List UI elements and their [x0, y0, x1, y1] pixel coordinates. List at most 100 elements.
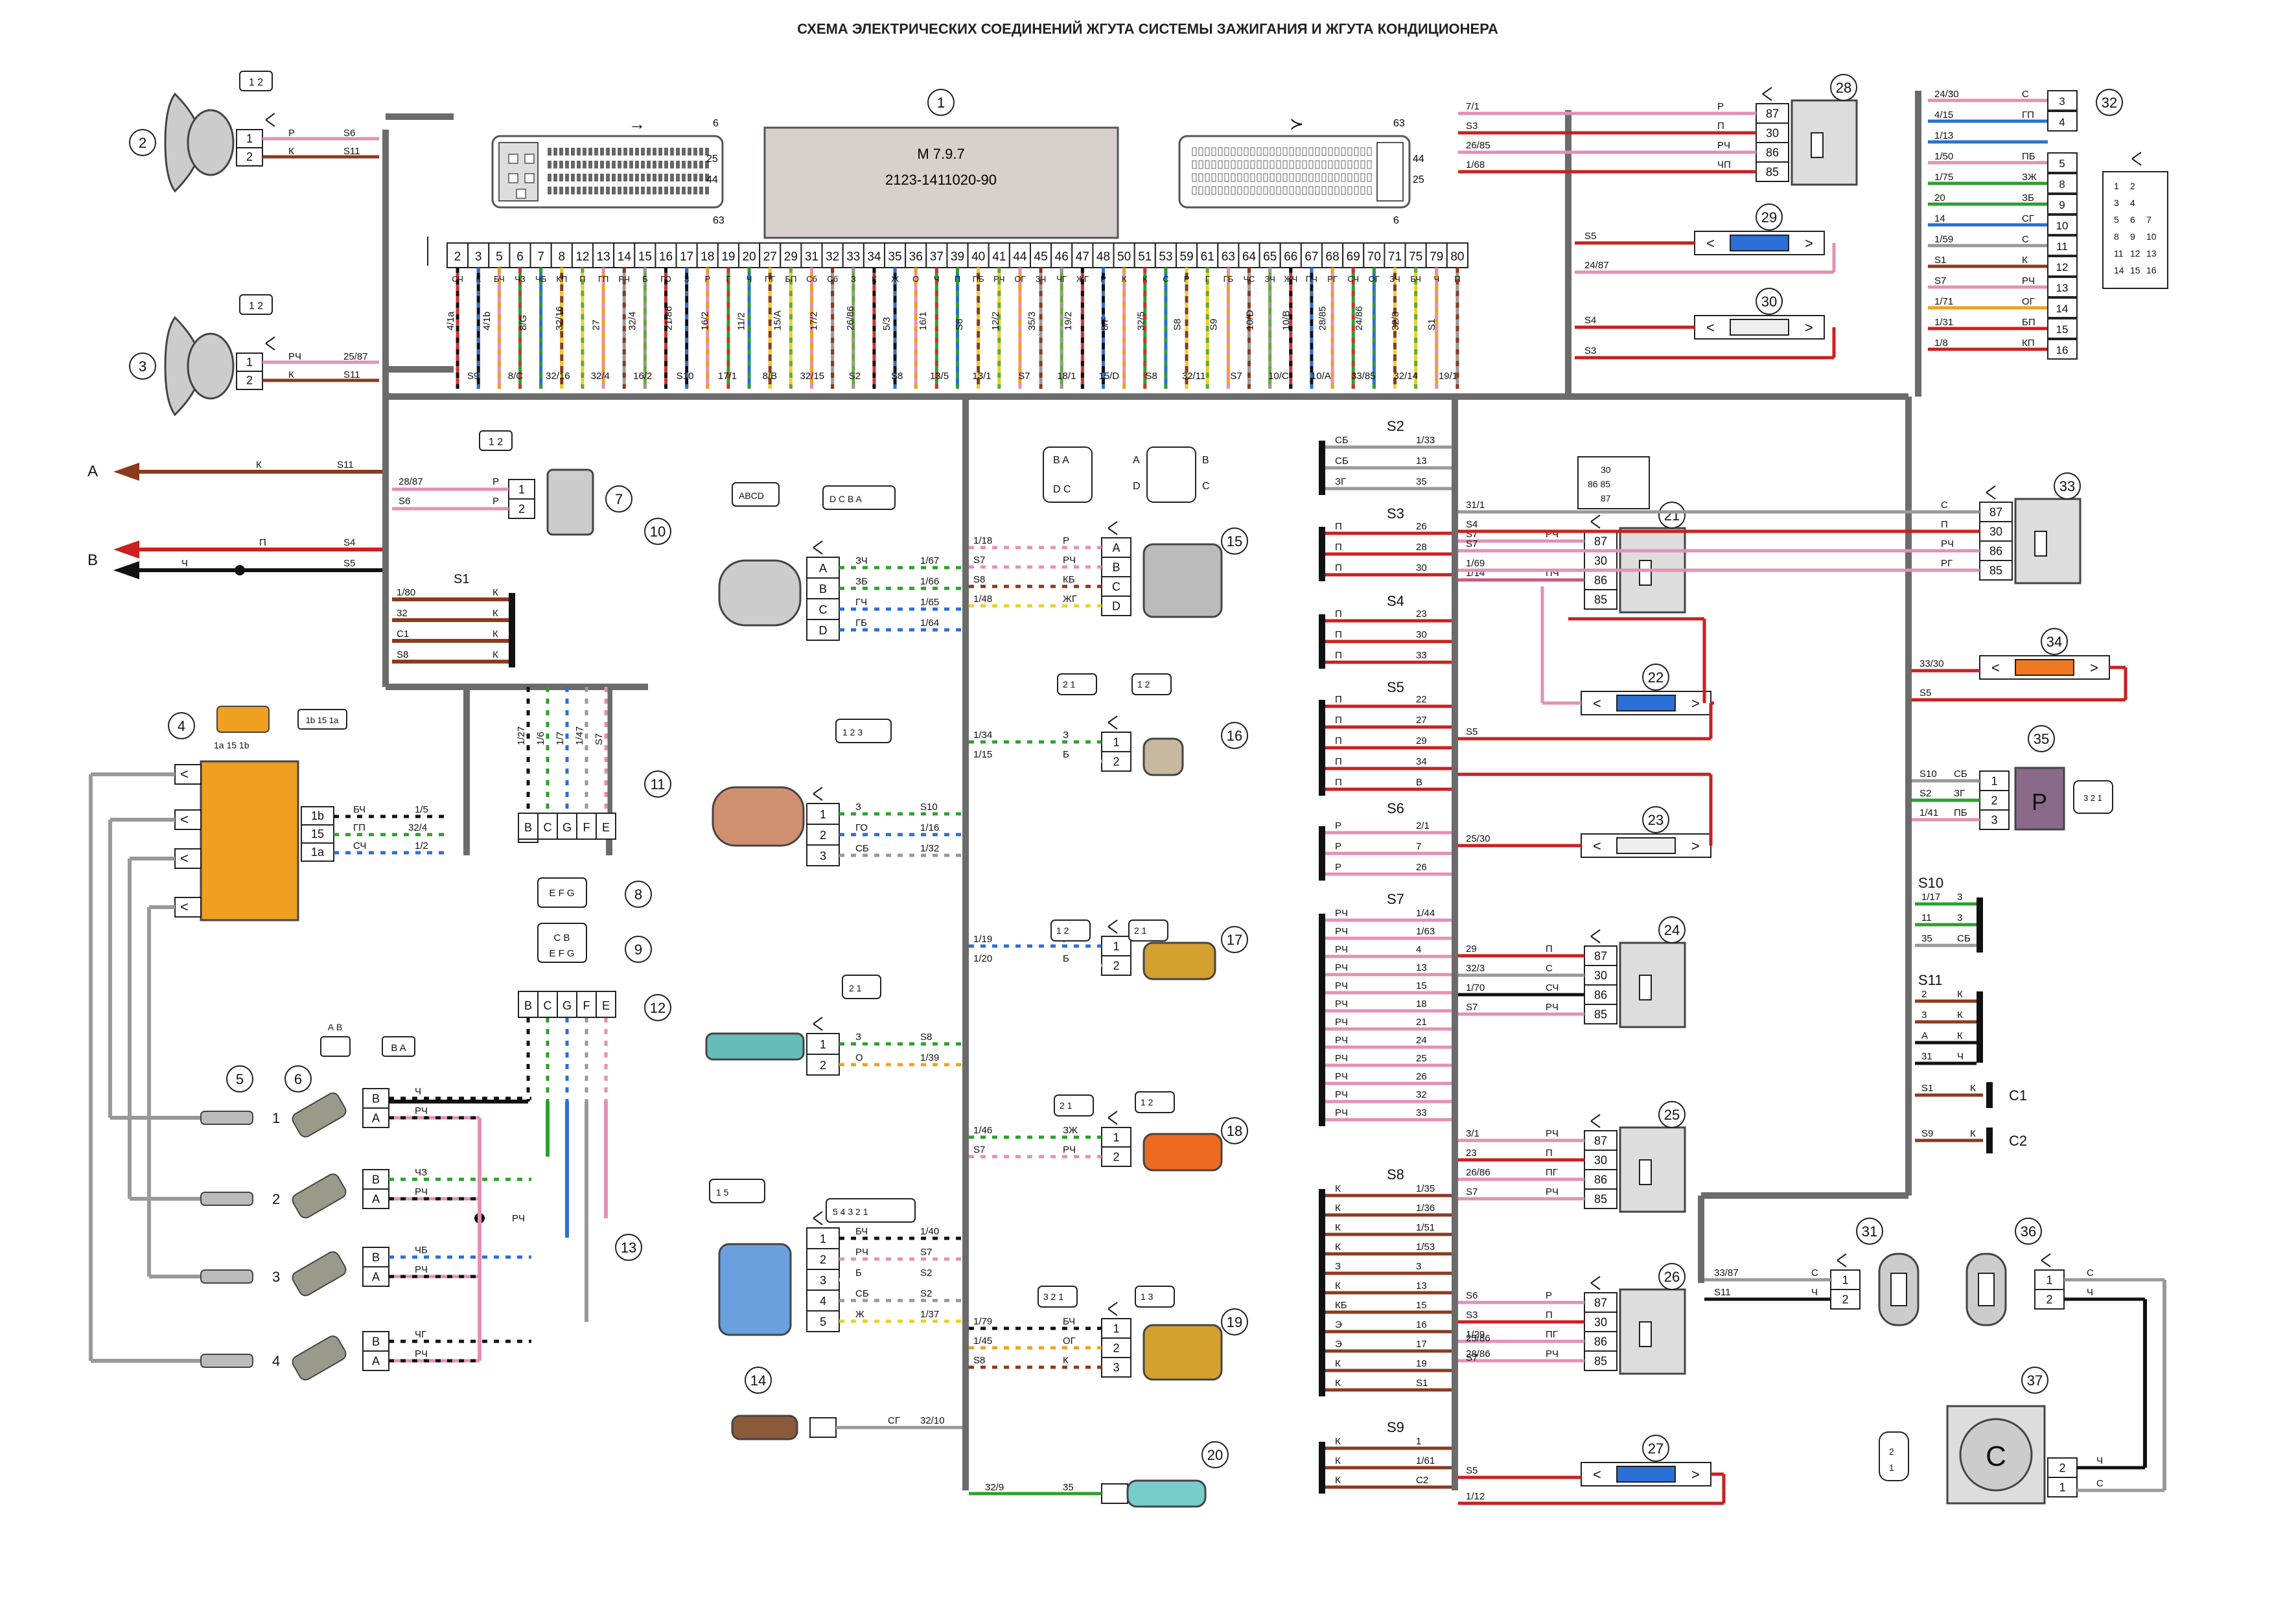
- wire-color: ЗГ: [1335, 476, 1346, 487]
- wire-color: К: [1335, 1436, 1341, 1447]
- ecu-pin-wire-color: ОГ: [1014, 274, 1025, 284]
- ecu-pin-wire-color: Г: [1205, 274, 1210, 284]
- pin-dot: [705, 187, 709, 194]
- pin-dot: [565, 187, 569, 194]
- pin-dot: [1282, 173, 1288, 182]
- component-number: 37: [2027, 1372, 2043, 1389]
- number-circle: [644, 994, 671, 1021]
- pin-dot: [1257, 160, 1262, 169]
- wire-dest: S1: [1416, 1378, 1428, 1389]
- ecu-pin-number: 47: [1076, 250, 1089, 264]
- pin-number: С: [819, 603, 828, 616]
- wire-color: П: [259, 537, 266, 548]
- pin-cell: [1979, 770, 2010, 791]
- wire-dest: S7: [1466, 1186, 1478, 1197]
- wire-dest: 1/59: [1934, 234, 1953, 245]
- wire-dest: 28/86: [1466, 1348, 1490, 1359]
- number-circle: [226, 1065, 253, 1093]
- wire-color: Ч: [1811, 1287, 1818, 1298]
- pin-number: 4: [820, 1295, 826, 1308]
- connector-arrow: [1590, 929, 1601, 943]
- wire-dest: S5: [1584, 231, 1596, 242]
- wire-dest: 3: [1921, 1010, 1927, 1021]
- wire-color: С: [2022, 89, 2029, 100]
- wire-dest: S7: [973, 555, 985, 566]
- wire-color: З: [1063, 730, 1069, 741]
- wire-dest: 1/12: [1466, 1491, 1485, 1502]
- connector-pins: 1 2: [1137, 679, 1150, 689]
- ecu-pin: [655, 242, 677, 268]
- pin-dot: [688, 187, 691, 194]
- wire-color: ЧП: [1717, 159, 1731, 170]
- wire-color: ЖГ: [1063, 594, 1077, 605]
- ecu-pin-number: 41: [992, 250, 1006, 264]
- pin-dot: [1231, 160, 1236, 169]
- ecu-wire-dest-label: 13/1: [972, 371, 991, 382]
- pin-number: 5: [2059, 157, 2065, 170]
- wire-dest: 20: [1934, 192, 1945, 203]
- sensor-body: [705, 1032, 805, 1061]
- ecu-pin-number: 39: [951, 250, 964, 264]
- diagram-title: СХЕМА ЭЛЕКТРИЧЕСКИХ СОЕДИНЕНИЙ ЖГУТА СИС…: [797, 21, 1498, 37]
- pin-number: 4: [2130, 198, 2135, 208]
- pin-number: D: [1112, 600, 1120, 613]
- pin-dot: [623, 174, 627, 181]
- wire-color: К: [1957, 1010, 1963, 1021]
- ecu-wire-dest-label: 32/5: [1135, 312, 1146, 330]
- wire-dest: 1/48: [973, 594, 992, 605]
- connector-icon: [709, 1179, 765, 1203]
- wire-dest: B: [1416, 777, 1422, 788]
- ecu-wire-dest-label: S9: [1209, 319, 1220, 330]
- ecu-pin-wire-color: О: [912, 274, 919, 284]
- component-29: 29: [1756, 203, 1783, 231]
- pin-dot: [553, 161, 557, 168]
- wire-color: П: [1335, 650, 1342, 661]
- cylinder-number: 3: [272, 1269, 280, 1285]
- wire-color: К: [1335, 1475, 1341, 1486]
- wire-dest: 31: [1921, 1051, 1932, 1062]
- connector-arrow: [2041, 1253, 2051, 1267]
- ecu-pin-number: 70: [1367, 250, 1381, 264]
- svg-text:→: →: [629, 114, 645, 133]
- wire-dest: S8: [397, 649, 408, 660]
- pin-dot: [1205, 147, 1210, 156]
- wire-color: СЧ: [353, 840, 366, 851]
- pin-number: 2: [2059, 1462, 2065, 1475]
- pin-dot: [1328, 173, 1333, 182]
- ecu-pin-wire-color: К: [872, 274, 877, 284]
- component-number: 27: [1648, 1440, 1664, 1457]
- ecu-part-number: 2123-1411020-90: [885, 172, 997, 188]
- wire-color: К: [1335, 1242, 1341, 1253]
- wire-label: <: [180, 850, 189, 866]
- connector-pins: 1 2: [249, 77, 263, 88]
- pin-dot: [1295, 173, 1301, 182]
- fuse-element: [1730, 319, 1789, 336]
- connector-icon: [835, 719, 892, 743]
- ecu-pin-wire-color: ГБ: [1223, 274, 1234, 284]
- ecu-pin-wire-color: РЧ: [619, 274, 630, 284]
- pin-dot: [676, 174, 680, 181]
- wire-dest: 1/6: [535, 732, 546, 745]
- wire-dest: S4: [1466, 519, 1478, 530]
- ecu-wire-dest-label: 5/3: [881, 317, 892, 330]
- pin-number: 2: [1113, 1342, 1119, 1355]
- pin-dot: [629, 161, 633, 168]
- wire-label: B A: [391, 1043, 406, 1054]
- pin-dot: [1224, 147, 1229, 156]
- wire-dest: S7: [1466, 1002, 1478, 1013]
- pin-number: 1: [1113, 940, 1119, 953]
- pin-dot: [565, 148, 569, 156]
- pin-dot: [676, 148, 680, 156]
- wire-color: П: [1335, 694, 1342, 705]
- pin-dot: [606, 161, 610, 168]
- wire-dest: S3: [1584, 345, 1596, 356]
- wire-color: СБ: [1335, 435, 1349, 446]
- wire-dest: S3: [1466, 121, 1478, 132]
- pin-number: А: [1112, 542, 1120, 555]
- wire-color: Ч: [1957, 1051, 1964, 1062]
- component-7: 7: [605, 485, 632, 513]
- wire-dest: 35: [1416, 476, 1427, 487]
- ground-c2: С2: [2009, 1133, 2027, 1149]
- component-12: 12: [644, 994, 671, 1021]
